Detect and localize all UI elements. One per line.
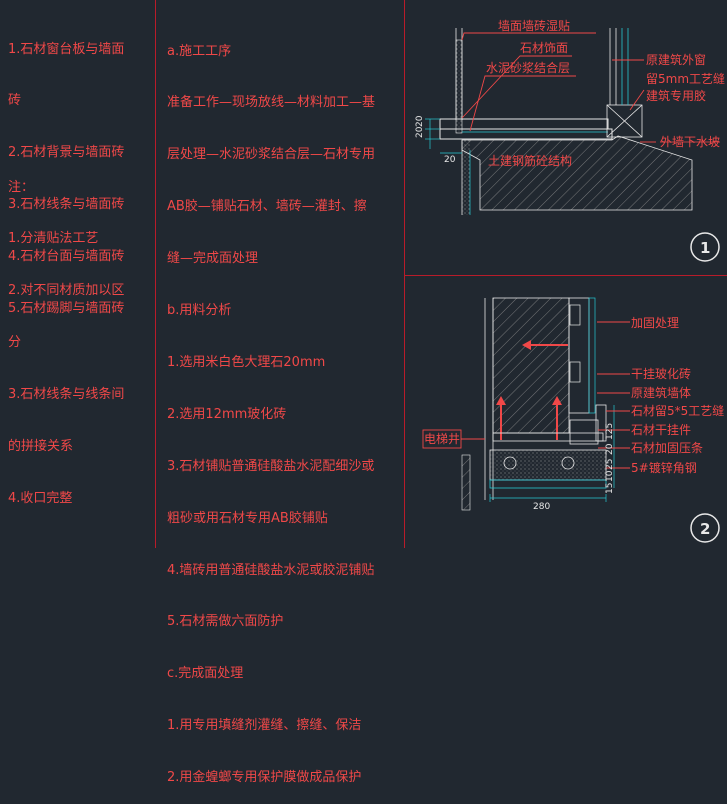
note-line: a.施工工序 <box>167 43 232 59</box>
note-line: 缝—完成面处理 <box>167 251 259 267</box>
stone-base <box>489 449 607 481</box>
detail-2: 加固处理 干挂玻化砖 原建筑墙体 石材留5*5工艺缝 石材干挂件 石材加固压条 … <box>422 297 724 543</box>
stone-sill <box>439 118 609 130</box>
notes-list: 注： 1.分清贴法工艺 2.对不同材质加以区 分 3.石材线条与线条间 的拼接关… <box>8 144 124 525</box>
label-wall-tile: 墙面墙砖湿贴 <box>498 18 570 33</box>
label-reinforce: 加固处理 <box>631 316 679 330</box>
note-line: 层处理—水泥砂浆结合层—石材专用 <box>167 147 376 163</box>
dim-text: 10 <box>605 470 615 482</box>
detail-1: 墙面墙砖湿贴 石材饰面 水泥砂浆结合层 原建筑外窗 留5mm工艺缝 建筑专用胶 … <box>415 18 725 262</box>
label-stone-finish: 石材饰面 <box>520 41 568 55</box>
detail-divider <box>404 275 727 276</box>
label-sealant: 建筑专用胶 <box>646 88 706 103</box>
label-window: 原建筑外窗 <box>646 52 706 67</box>
note-line: 准备工作—现场放线—材料加工—基 <box>167 95 376 111</box>
list-item: 1.分清贴法工艺 <box>8 231 99 247</box>
list-item: 4.石材台面与墙面砖 <box>8 249 125 265</box>
detail-number-bubble <box>690 232 720 262</box>
dim-text: 20 <box>444 155 456 165</box>
label-drip: 外墙下水坡 <box>660 135 720 149</box>
angle-steel <box>492 432 604 442</box>
cad-drawings: 墙面墙砖湿贴 石材饰面 水泥砂浆结合层 原建筑外窗 留5mm工艺缝 建筑专用胶 … <box>415 18 725 543</box>
dim-text: 280 <box>533 502 550 512</box>
detail-number: 2 <box>700 520 710 538</box>
list-item: 3.石材线条与墙面砖 <box>8 197 125 213</box>
list-item: 2.对不同材质加以区 <box>8 283 125 299</box>
note-line: 1.用专用填缝剂灌缝、擦缝、保洁 <box>167 718 362 734</box>
leader-line <box>629 89 645 111</box>
label-stone-gap: 石材留5*5工艺缝 <box>631 403 724 418</box>
item-list: 1.石材窗台板与墙面 砖 2.石材背景与墙面砖 3.石材线条与墙面砖 4.石材台… <box>8 6 124 335</box>
column-divider-right <box>404 0 405 548</box>
column-divider-left <box>155 0 156 548</box>
label-mortar: 水泥砂浆结合层 <box>486 60 570 75</box>
note-line: b.用料分析 <box>167 303 232 319</box>
note-line: 3.石材铺贴普通硅酸盐水泥配细沙或 <box>167 458 375 474</box>
label-stone-pendant: 石材干挂件 <box>631 423 691 437</box>
note-line: 5.石材需做六面防护 <box>167 614 284 630</box>
leader-line <box>461 32 596 41</box>
label-orig-wall: 原建筑墙体 <box>631 385 691 400</box>
detail-number-bubble <box>690 513 720 543</box>
dim-text: 25 <box>605 459 615 470</box>
window-frame <box>606 104 643 138</box>
note-line: 2.用金蝗螂专用保护膜做成品保护 <box>167 770 362 786</box>
dim-text: 15 <box>605 483 615 494</box>
dim-text: 20 <box>415 115 425 127</box>
label-angle-steel: 5#镀锌角钢 <box>631 461 697 475</box>
list-item: 1.石材窗台板与墙面 <box>8 41 125 57</box>
list-item: 砖 <box>8 93 22 109</box>
list-item: 4.收口完整 <box>8 490 73 506</box>
note-line: 2.选用12mm玻化砖 <box>167 406 287 422</box>
list-item: 分 <box>8 335 22 351</box>
label-gap: 留5mm工艺缝 <box>646 71 725 86</box>
list-item: 的拼接关系 <box>8 439 74 455</box>
dim-text: 20 <box>415 126 425 138</box>
detail-number: 1 <box>700 239 710 257</box>
note-line: AB胶—铺贴石材、墙砖—灌封、擦 <box>167 199 367 215</box>
dim-text: 125 <box>605 423 615 440</box>
list-item: 2.石材背景与墙面砖 <box>8 145 125 161</box>
dry-hang-tile <box>568 297 590 414</box>
list-item: 5.石材踢脚与墙面砖 <box>8 301 125 317</box>
label-dry-hang-tile: 干挂玻化砖 <box>631 366 691 381</box>
label-elevator: 电梯井 <box>424 432 460 446</box>
leader-line <box>469 75 576 132</box>
note-line: 粗砂或用石材专用AB胶铺贴 <box>167 510 328 526</box>
note-line: 4.墙砖用普通硅酸盐水泥或胶泥铺贴 <box>167 562 375 578</box>
note-line: 1.选用米白色大理石20mm <box>167 354 326 370</box>
notes-heading: 注： <box>8 179 35 195</box>
structure-concrete <box>461 135 693 211</box>
label-structure: 土建钢筋砼结构 <box>488 153 572 168</box>
note-line: c.完成面处理 <box>167 666 244 682</box>
list-item: 3.石材线条与线条间 <box>8 387 125 403</box>
label-stone-press: 石材加固压条 <box>631 441 703 455</box>
dim-text: 20 <box>605 443 615 455</box>
